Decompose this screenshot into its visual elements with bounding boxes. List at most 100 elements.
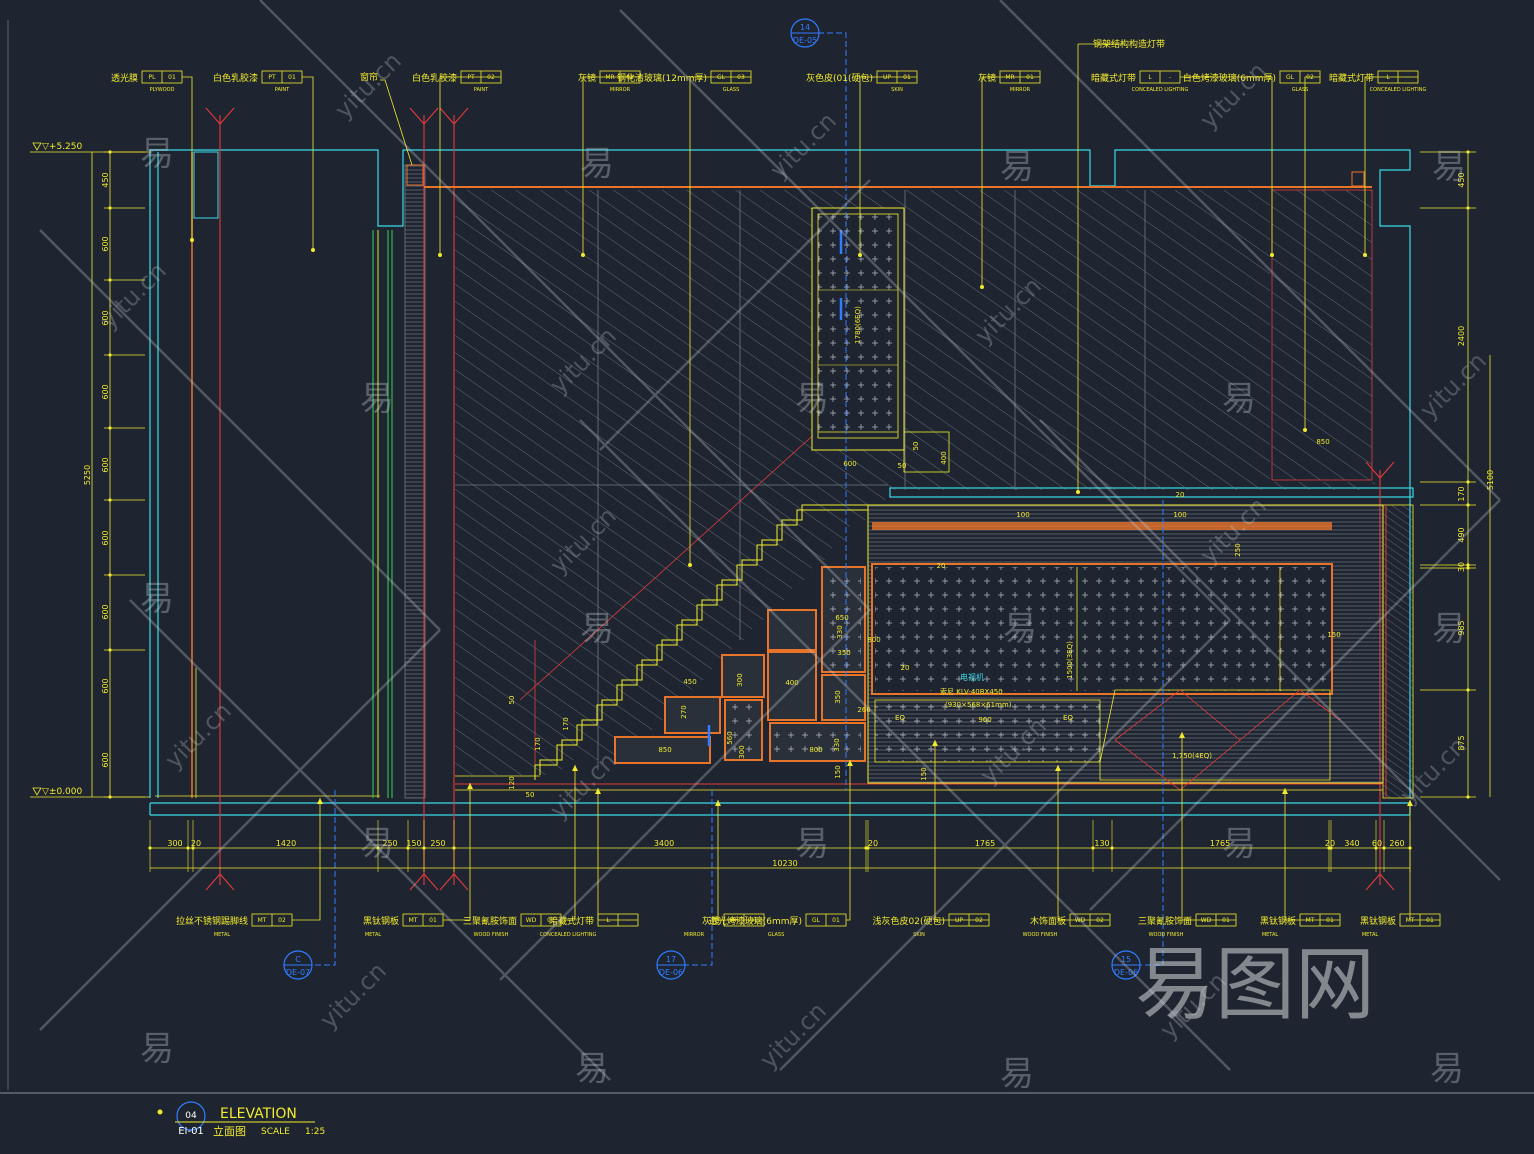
callout-num: - xyxy=(1169,74,1171,81)
callout-num: 02 xyxy=(278,917,286,924)
callout-name: 钢化清玻璃(12mm厚) xyxy=(617,72,707,84)
callout-name: 灰镜 xyxy=(978,72,996,84)
callout-name: 灰镜 xyxy=(578,72,596,84)
inner-dim: 50 xyxy=(526,791,535,799)
watermark-char: 易 xyxy=(1222,379,1256,419)
storage-box-hatch xyxy=(727,571,861,758)
callout-en: PAINT xyxy=(275,87,290,93)
callout-num: 01 xyxy=(168,74,176,81)
bottom-dim: 340 xyxy=(1344,839,1359,848)
bottom-dim: 20 xyxy=(1325,839,1335,848)
callout-name: 透光烤漆玻璃(6mm厚) xyxy=(709,915,802,927)
callout-num: - xyxy=(1407,74,1409,81)
watermark-char: 易 xyxy=(360,379,394,419)
tv-size: (930×568×61mm) xyxy=(945,701,1012,709)
inner-dim: 330 xyxy=(836,625,844,638)
callout-num: 02 xyxy=(1096,917,1104,924)
inner-dim: EQ xyxy=(895,714,905,722)
bottom-dim: 130 xyxy=(1094,839,1109,848)
watermark-url: yitu.cn xyxy=(754,997,831,1074)
callout-en: SKIN xyxy=(913,932,925,938)
tv-model: 索尼 KLV-40BX450 xyxy=(940,687,1003,696)
section-num: 14 xyxy=(800,23,810,32)
inner-dim: 150 xyxy=(920,767,928,780)
callout-en: SKIN xyxy=(891,87,903,93)
right-dim: 450 xyxy=(1457,172,1466,187)
watermark-char: 易 xyxy=(1003,609,1037,649)
callout-en: MIRROR xyxy=(610,87,631,93)
bottom-dim: 300 xyxy=(167,839,182,848)
callout-en: MIRROR xyxy=(684,932,705,938)
callout-name: 白色烤漆玻璃(6mm厚) xyxy=(1183,72,1276,84)
inner-dim: 1780(6EQ) xyxy=(854,306,862,344)
watermark-char: 易 xyxy=(1432,609,1466,649)
watermark-char: 易 xyxy=(360,824,394,864)
inner-dim: 300 xyxy=(738,745,746,758)
section-num: 17 xyxy=(666,955,676,964)
callout-code: MR xyxy=(729,917,738,924)
watermark-char: 易 xyxy=(580,144,614,184)
bottom-total-dim: 10230 xyxy=(772,859,797,868)
callout-name: 白色乳胶漆 xyxy=(213,72,258,84)
callout-en: GLASS xyxy=(723,87,740,93)
bottom-dim: 1765 xyxy=(1210,839,1230,848)
right-dim: 875 xyxy=(1457,735,1466,750)
callout-num: 01 xyxy=(288,74,296,81)
inner-dim: 330 xyxy=(833,738,841,751)
callout-num: 01 xyxy=(832,917,840,924)
callout-en: METAL xyxy=(214,932,231,938)
callout-en: MIRROR xyxy=(1010,87,1031,93)
callout-name: 暗藏式灯带 xyxy=(549,915,594,927)
left-dim: 600 xyxy=(101,384,110,399)
left-total-dim: 5250 xyxy=(83,465,92,485)
callout-code: MR xyxy=(605,74,614,81)
inner-dim: 270 xyxy=(680,705,688,718)
inner-dim: 1,750(4EQ) xyxy=(1172,752,1212,760)
right-dim: 2400 xyxy=(1457,326,1466,346)
title-scale-label: SCALE xyxy=(261,1127,290,1137)
inner-dim: 400 xyxy=(940,451,948,464)
callout-num: 01 xyxy=(429,917,437,924)
section-ref: DE-06 xyxy=(659,968,683,977)
floor-base xyxy=(455,775,1383,791)
inner-dim: 350 xyxy=(834,690,842,703)
top-note-text: 钢架结构构造灯带 xyxy=(1093,38,1165,50)
callout-code: WD xyxy=(526,917,537,924)
callout-name: 黑钛钢板 xyxy=(1360,915,1396,927)
callout-en: CONCEALED LIGHTING xyxy=(1132,87,1189,93)
callout-en: WOOD FINISH xyxy=(1149,932,1184,938)
top-note: 钢架结构构造灯带 xyxy=(1076,38,1165,494)
callout-num: 03 xyxy=(737,74,745,81)
callout-code: WD xyxy=(1075,917,1086,924)
inner-dim: 350 xyxy=(837,649,850,657)
callout-num: 01 xyxy=(1326,917,1334,924)
left-dim: 600 xyxy=(101,310,110,325)
callout-code: L xyxy=(606,917,610,924)
watermark-char: 易 xyxy=(575,1049,609,1089)
section-num: 15 xyxy=(1121,955,1131,964)
callout-code: MT xyxy=(409,917,418,924)
watermark-char: 易 xyxy=(1430,1049,1464,1089)
callout-num: 01 xyxy=(1426,917,1434,924)
callout-code: PT xyxy=(268,74,276,81)
watermark-url: yitu.cn xyxy=(159,697,236,774)
watermark-url: yitu.cn xyxy=(1414,347,1491,424)
bottom-dim: 250 xyxy=(382,839,397,848)
callout-name: 白色乳胶漆 xyxy=(412,72,457,84)
left-dim: 600 xyxy=(101,604,110,619)
watermark-url: yitu.cn xyxy=(1194,57,1271,134)
ceiling-light-box xyxy=(1351,171,1365,187)
mirror-wall xyxy=(455,189,1375,775)
